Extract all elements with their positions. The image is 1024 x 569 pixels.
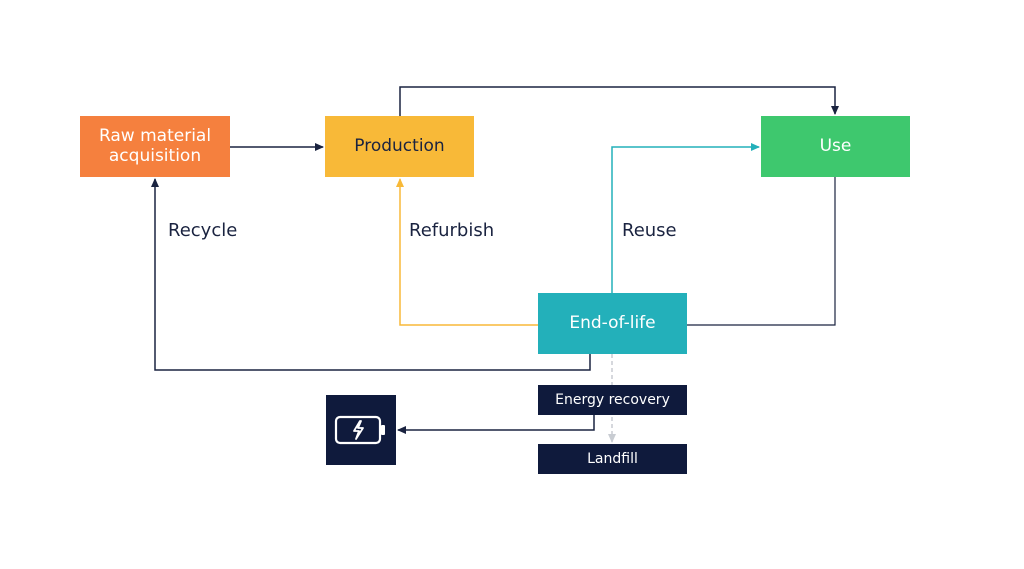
battery-charging-icon — [326, 395, 396, 465]
arrow-production-to-use — [399, 86, 839, 116]
node-energy-recovery: Energy recovery — [538, 385, 687, 415]
node-production: Production — [325, 116, 474, 177]
arrow-recycle — [151, 178, 591, 371]
arrow-refurbish — [396, 178, 538, 326]
edge-label-recycle: Recycle — [168, 220, 238, 241]
line-use-to-end-of-life — [687, 177, 836, 326]
node-raw-material-label: Raw material acquisition — [98, 125, 212, 166]
node-use-label: Use — [819, 135, 852, 156]
node-energy-recovery-label: Energy recovery — [555, 391, 670, 408]
node-raw-material: Raw material acquisition — [80, 116, 230, 177]
arrow-reuse — [611, 143, 760, 293]
edge-label-refurbish: Refurbish — [409, 220, 495, 241]
edge-label-reuse: Reuse — [622, 220, 677, 241]
node-end-of-life-label: End-of-life — [569, 312, 656, 333]
node-landfill-label: Landfill — [587, 450, 638, 467]
node-use: Use — [761, 116, 910, 177]
node-production-label: Production — [354, 135, 445, 156]
node-end-of-life: End-of-life — [538, 293, 687, 354]
arrow-energy-to-battery — [397, 415, 595, 434]
node-landfill: Landfill — [538, 444, 687, 474]
